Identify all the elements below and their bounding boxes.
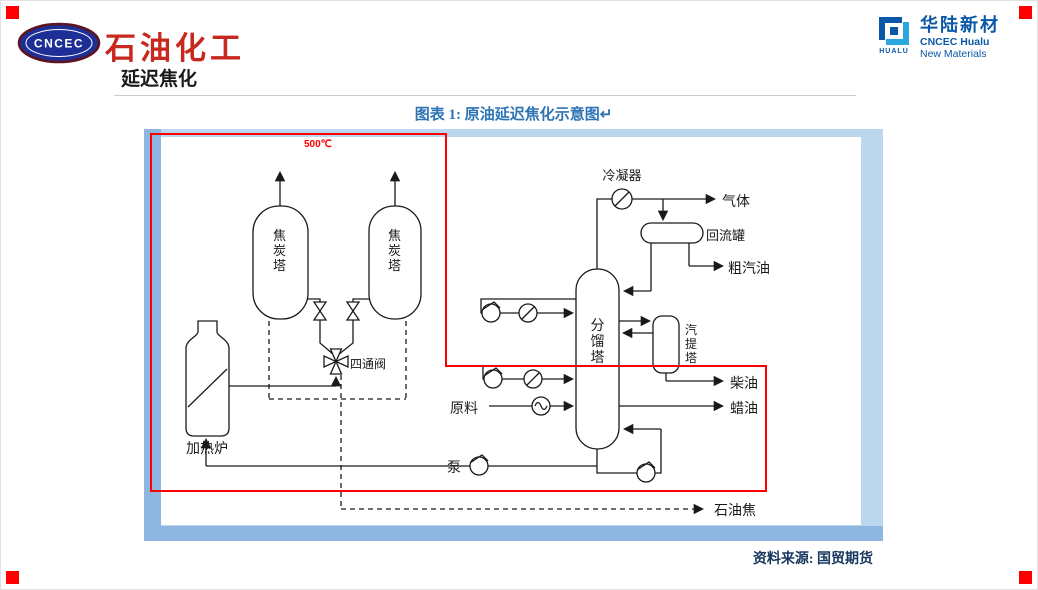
section-title: 延迟焦化 xyxy=(121,69,198,90)
reflux-drum-label: 回流罐 xyxy=(706,228,746,243)
pump-symbols xyxy=(469,303,656,483)
feedstock-label: 原料 xyxy=(450,402,478,417)
cncec-logo-emblem: CNCEC xyxy=(17,22,101,64)
panel-bottom-edge xyxy=(144,526,883,541)
pump-label: 泵 xyxy=(447,461,461,476)
corner-marker-top-right xyxy=(1019,6,1032,19)
reflux-drum-shape xyxy=(640,222,704,244)
hualu-icon-caption: HUALU xyxy=(879,48,909,55)
highlight-overlay xyxy=(150,133,767,492)
coke-drum-2-label: 焦炭塔 xyxy=(387,228,401,273)
four-way-valve-label: 四通阀 xyxy=(350,357,387,371)
cncec-logo: CNCEC xyxy=(17,21,101,65)
process-diagram xyxy=(185,170,725,515)
corner-marker-top-left xyxy=(6,6,19,19)
fractionator-label: 分馏塔 xyxy=(590,319,605,367)
valve-symbols xyxy=(312,301,361,375)
diesel-label: 柴油 xyxy=(730,377,758,392)
hualu-logo-icon xyxy=(879,17,909,45)
red-highlight-outline xyxy=(150,133,767,492)
temperature-annotation: 500℃ xyxy=(304,139,332,150)
hualu-logo: HUALU 华陆新材 CNCEC Hualu New Materials xyxy=(873,15,1000,60)
brand-petrochemical-title: 石油化工 xyxy=(105,31,245,66)
hualu-name-en: CNCEC Hualu xyxy=(920,35,990,48)
hualu-name-cn: 华陆新材 xyxy=(920,15,1000,35)
four-way-valve-shape xyxy=(323,354,338,369)
panel-left-edge xyxy=(144,129,161,541)
heater-shape xyxy=(185,320,230,437)
raw-gasoline-label: 粗汽油 xyxy=(728,262,770,277)
wax-oil-label: 蜡油 xyxy=(730,402,758,417)
figure-panel: 焦炭塔 焦炭塔 加热炉 四通阀 分馏塔 冷凝器 回流罐 汽提塔 气体 粗汽油 柴… xyxy=(144,129,883,541)
petroleum-coke-label: 石油焦 xyxy=(714,504,756,519)
stripper-label: 汽提塔 xyxy=(684,323,697,365)
heater-label: 加热炉 xyxy=(186,442,228,457)
source-note: 资料来源: 国贸期货 xyxy=(752,552,873,567)
condenser-label: 冷凝器 xyxy=(602,168,642,183)
hualu-sub-en: New Materials xyxy=(920,47,987,60)
corner-marker-bottom-left xyxy=(6,571,19,584)
figure-caption: 图表 1: 原油延迟焦化示意图↵ xyxy=(414,107,613,123)
coke-drum-1-label: 焦炭塔 xyxy=(272,228,286,273)
corner-marker-bottom-right xyxy=(1019,571,1032,584)
gas-label: 气体 xyxy=(722,195,750,210)
diagram-background xyxy=(161,137,861,525)
header-divider xyxy=(114,95,856,96)
cncec-logo-text: CNCEC xyxy=(34,37,84,51)
